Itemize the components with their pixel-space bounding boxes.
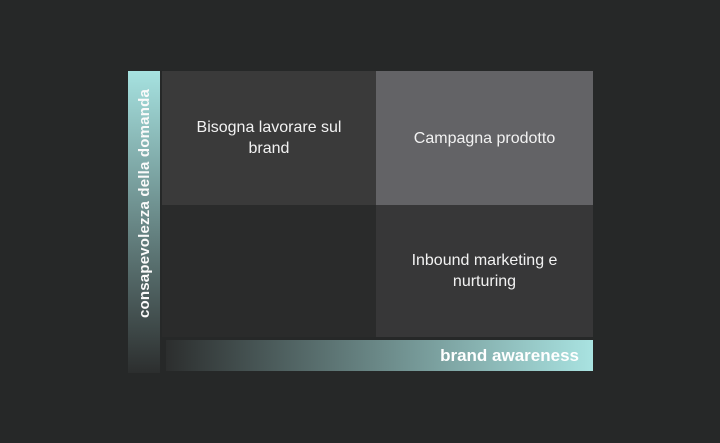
quadrant-bottom-left xyxy=(162,205,376,337)
y-axis-label: consapevolezza della domanda xyxy=(135,89,153,319)
y-axis-label-wrap: consapevolezza della domanda xyxy=(128,71,160,337)
quadrant-top-left: Bisogna lavorare sul brand xyxy=(162,71,376,205)
y-axis-gradient-bar: consapevolezza della domanda xyxy=(128,71,160,373)
quadrant-bottom-right: Inbound marketing e nurturing xyxy=(376,205,593,337)
quadrant-top-left-label: Bisogna lavorare sul brand xyxy=(196,119,342,157)
quadrant-bottom-right-label: Inbound marketing e nurturing xyxy=(411,252,558,290)
x-axis-label: brand awareness xyxy=(440,345,579,365)
x-axis-gradient-bar: brand awareness xyxy=(166,340,593,371)
quadrant-top-right: Campagna prodotto xyxy=(376,71,593,205)
quadrant-top-right-label: Campagna prodotto xyxy=(413,129,556,147)
